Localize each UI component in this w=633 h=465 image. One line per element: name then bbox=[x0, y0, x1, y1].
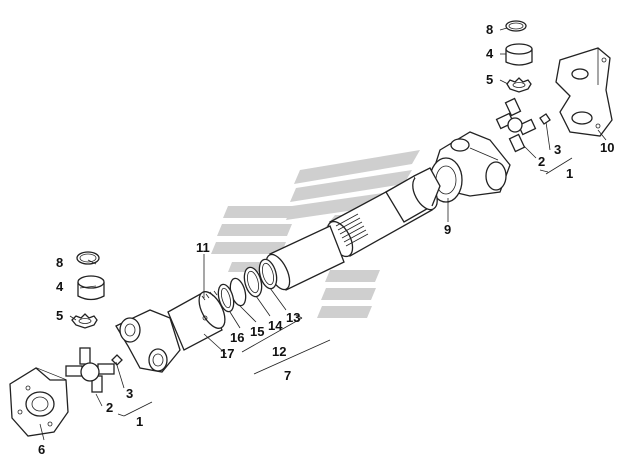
callout-11: 11 bbox=[196, 240, 210, 255]
callout-13: 13 bbox=[286, 310, 300, 325]
callout-3-right: 3 bbox=[554, 142, 561, 157]
callout-1-right: 1 bbox=[566, 166, 573, 181]
ring-14 bbox=[243, 266, 263, 298]
ring-13 bbox=[258, 258, 278, 290]
cross-spider-right bbox=[495, 97, 551, 153]
callout-10: 10 bbox=[600, 140, 614, 155]
callout-14: 14 bbox=[268, 318, 283, 333]
leader-lines bbox=[39, 27, 607, 441]
bearing-cup-left bbox=[77, 275, 105, 301]
slip-yoke-right bbox=[429, 131, 511, 203]
flange-yoke-right bbox=[555, 47, 613, 137]
callout-1-left: 1 bbox=[136, 414, 143, 429]
callout-17: 17 bbox=[220, 346, 234, 361]
callout-8-left: 8 bbox=[56, 255, 63, 270]
splined-shaft bbox=[326, 167, 441, 258]
seal-left bbox=[71, 313, 98, 329]
snap-ring-right bbox=[505, 20, 527, 32]
callout-9: 9 bbox=[444, 222, 451, 237]
callout-2-left: 2 bbox=[106, 400, 113, 415]
cross-spider-left bbox=[65, 347, 123, 393]
tube-yoke-left bbox=[115, 290, 226, 373]
seal-right bbox=[506, 77, 532, 93]
callout-4-right: 4 bbox=[486, 46, 494, 61]
callout-6: 6 bbox=[38, 442, 45, 457]
callout-3-left: 3 bbox=[126, 386, 133, 401]
callout-8-right: 8 bbox=[486, 22, 493, 37]
callout-4-left: 4 bbox=[56, 279, 64, 294]
flange-yoke-left bbox=[9, 367, 69, 437]
callout-labels: 8 4 5 2 3 1 10 9 11 8 4 5 16 15 14 13 17… bbox=[38, 22, 614, 457]
callout-15: 15 bbox=[250, 324, 264, 339]
bearing-cup-right bbox=[505, 43, 533, 66]
callout-16: 16 bbox=[230, 330, 244, 345]
snap-ring-left bbox=[76, 251, 100, 265]
ring-16 bbox=[217, 283, 235, 313]
callout-12: 12 bbox=[272, 344, 286, 359]
callout-2-right: 2 bbox=[538, 154, 545, 169]
callout-7: 7 bbox=[284, 368, 291, 383]
callout-5-right: 5 bbox=[486, 72, 493, 87]
callout-5-left: 5 bbox=[56, 308, 63, 323]
